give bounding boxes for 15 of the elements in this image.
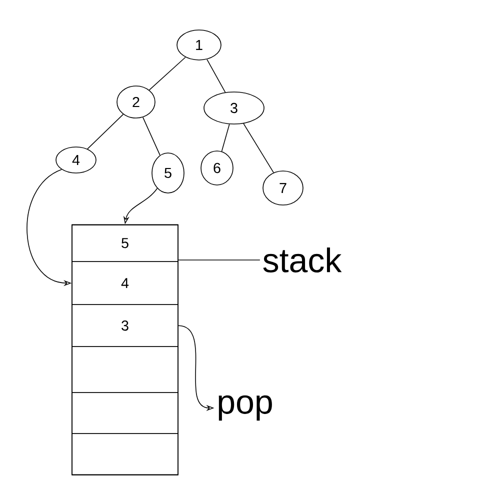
tree-edge <box>221 124 230 152</box>
tree-edge <box>142 116 160 156</box>
stack-box <box>72 224 178 476</box>
stack-cell: 4 <box>72 261 178 305</box>
stack-cell <box>72 346 178 393</box>
stack-cell: 5 <box>72 224 178 262</box>
stack-cell <box>72 392 178 434</box>
tree-edge <box>87 114 124 150</box>
stack-cell <box>72 433 178 475</box>
label-text: pop <box>218 395 272 421</box>
tree-edge <box>243 123 274 173</box>
tree-edge <box>206 58 226 93</box>
label-text: stack <box>263 248 342 272</box>
stack-cell: 3 <box>72 304 178 347</box>
tree-edge <box>148 56 186 90</box>
